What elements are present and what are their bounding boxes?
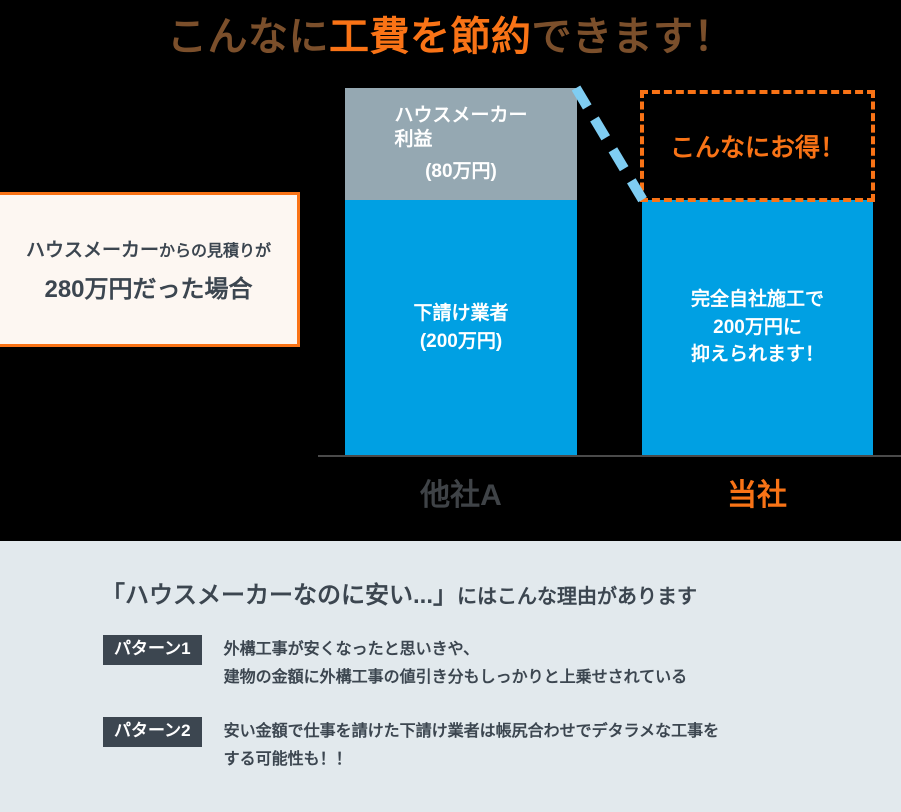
our-company-label-line2: 200万円に	[713, 316, 802, 338]
maker-profit-label-line2: 利益	[394, 129, 433, 151]
bar-column-our-company: 完全自社施工で 200万円に 抑えられます！	[642, 200, 873, 455]
bar-column-other-company: ハウスメーカー 利益 (80万円) 下請け業者 (200万円)	[345, 88, 577, 455]
reasons-heading: 「ハウスメーカーなのに安い...」にはこんな理由があります	[101, 575, 697, 610]
pattern-text-2: 安い金額で仕事を請けた下請け業者は帳尻合わせでデタラメな工事を する可能性も！！	[224, 717, 720, 774]
headline-suffix: できます！	[531, 15, 734, 59]
pattern-text-2-line2: する可能性も！！	[223, 751, 352, 768]
pattern-text-1-line1: 外構工事が安くなったと思いきや、	[223, 641, 480, 658]
chart-axis-line	[318, 455, 901, 457]
reasons-panel: 「ハウスメーカーなのに安い...」にはこんな理由があります パターン1 外構工事…	[0, 541, 901, 812]
savings-callout-box: こんなにお得！	[640, 90, 875, 202]
hero-chart-section: こんなに工費を節約できます！ ハウスメーカー 利益 (80万円) 下請け業者 (…	[0, 4, 901, 512]
page-title: こんなに工費を節約できます！	[0, 4, 901, 62]
estimate-callout-maker: ハウスメーカー	[25, 240, 159, 261]
dashed-connector-line	[572, 85, 648, 205]
maker-profit-amount: (80万円)	[425, 160, 497, 182]
pattern-text-2-line1: 安い金額で仕事を請けた下請け業者は帳尻合わせでデタラメな工事を	[223, 723, 720, 740]
our-company-label-line3: 抑えられます！	[690, 344, 824, 366]
bar-segment-maker-profit: ハウスメーカー 利益 (80万円)	[345, 88, 577, 200]
axis-label-other-company: 他社A	[420, 479, 502, 512]
estimate-callout-line1-tail: からの見積りが	[159, 243, 272, 260]
pattern-text-1-line2: 建物の金額に外構工事の値引き分もしっかりと上乗せされている	[223, 669, 688, 686]
our-company-label-line1: 完全自社施工で	[690, 289, 824, 311]
bar-segment-subcontractor: 下請け業者 (200万円)	[345, 200, 577, 455]
list-item: パターン2 安い金額で仕事を請けた下請け業者は帳尻合わせでデタラメな工事を する…	[103, 717, 719, 774]
estimate-callout-amount: 280万円だった場合	[44, 276, 253, 303]
maker-profit-label-line1: ハウスメーカー	[394, 105, 528, 127]
pattern-badge-1: パターン1	[103, 635, 202, 665]
reasons-heading-quote: 「ハウスメーカーなのに安い...」	[101, 582, 458, 609]
reasons-heading-tail: にはこんな理由があります	[457, 586, 698, 608]
pattern-text-1: 外構工事が安くなったと思いきや、 建物の金額に外構工事の値引き分もしっかりと上乗…	[224, 635, 688, 692]
subcontractor-amount: (200万円)	[419, 330, 503, 352]
list-item: パターン1 外構工事が安くなったと思いきや、 建物の金額に外構工事の値引き分もし…	[103, 635, 687, 692]
pattern-badge-2: パターン2	[103, 717, 202, 747]
headline-highlight: 工費を節約	[329, 15, 532, 59]
estimate-callout-box: ハウスメーカーからの見積りが 280万円だった場合	[0, 192, 300, 347]
subcontractor-label: 下請け業者	[413, 302, 509, 324]
headline-prefix: こんなに	[167, 15, 329, 59]
comparison-bar-chart: ハウスメーカー 利益 (80万円) 下請け業者 (200万円) 完全自社施工で …	[318, 85, 901, 512]
savings-callout-label: こんなにお得！	[669, 134, 845, 162]
axis-label-our-company: 当社	[727, 479, 787, 512]
